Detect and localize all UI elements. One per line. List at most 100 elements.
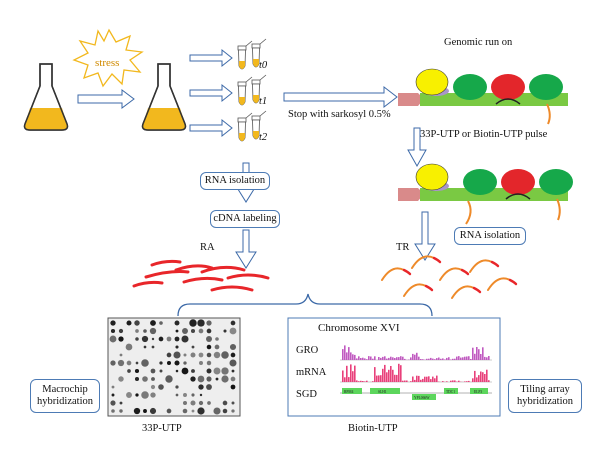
gro-signal-bar [398, 357, 400, 360]
array-spot [142, 336, 148, 342]
mrna-signal-bar [472, 378, 474, 382]
mrna-signal-bar [398, 364, 400, 382]
array-spot [183, 361, 186, 364]
array-spot [127, 369, 131, 373]
gro-signal-bar [484, 357, 486, 360]
rna-isolation-box-left: RNA isolation [200, 172, 270, 190]
array-spot [230, 328, 237, 335]
array-spot [231, 377, 236, 382]
flask-icon [25, 64, 68, 130]
array-spot [221, 375, 228, 382]
mrna-signal-bar [422, 379, 424, 382]
array-spot [159, 321, 163, 325]
mrna-signal-bar [378, 375, 380, 382]
gro-signal-bar [420, 359, 422, 360]
array-spot [206, 376, 211, 381]
array-spot [120, 354, 123, 357]
array-spot [199, 361, 203, 365]
gro-signal-bar [468, 356, 470, 360]
array-spot [167, 337, 172, 342]
mrna-label: mRNA [296, 368, 326, 379]
array-spot [110, 336, 117, 343]
array-spot [126, 344, 133, 351]
array-spot [206, 320, 211, 325]
array-spot [213, 367, 220, 374]
gro-signal-bar [368, 356, 370, 360]
array-spot [231, 321, 236, 326]
nascent-rna-tip [434, 258, 440, 262]
array-spot [151, 385, 155, 389]
rna-fragment [228, 275, 268, 278]
mrna-signal-bar [424, 377, 426, 382]
array-spot [173, 351, 180, 358]
mrna-signal-bar [476, 377, 478, 382]
mrna-signal-bar [420, 380, 422, 382]
gro-signal-bar [400, 356, 402, 360]
gro-signal-bar [480, 354, 482, 360]
array-spot [167, 409, 172, 414]
mrna-signal-bar [414, 380, 416, 382]
genomic-run-on-label: Genomic run on [444, 38, 512, 49]
array-spot [152, 338, 154, 340]
array-spot [159, 337, 164, 342]
array-spot [118, 336, 123, 341]
arrow-to-t2 [190, 120, 232, 136]
chromosome-label: Chromosome XVI [318, 323, 400, 334]
array-spot [175, 345, 178, 348]
gro-signal-bar [416, 353, 418, 360]
nascent-rna-fragment [452, 286, 474, 298]
mrna-signal-bar [480, 372, 482, 383]
array-spot [215, 337, 219, 341]
array-spot [183, 409, 188, 414]
array-spot [207, 345, 212, 350]
mrna-signal-bar [436, 376, 438, 382]
eppendorf-tube-icon [238, 113, 252, 141]
array-spot [175, 337, 180, 342]
sgd-label: SGD [296, 390, 317, 401]
gro-signal-bar [466, 357, 468, 361]
gro-label: GRO [296, 346, 318, 357]
gro-signal-bar [446, 358, 448, 360]
rna-fragment [152, 261, 180, 265]
tube-group [238, 39, 266, 141]
mrna-signal-bar [434, 378, 436, 382]
nascent-rna-fragment [470, 260, 492, 272]
ra-label: RA [200, 243, 215, 254]
array-spot [206, 336, 212, 342]
mrna-signal-bar [400, 365, 402, 382]
mrna-signal-bar [394, 375, 396, 382]
gro-signal-bar [380, 358, 382, 360]
array-spot [112, 394, 115, 397]
array-spot [198, 384, 203, 389]
mrna-signal-bar [352, 371, 354, 382]
array-spot [119, 409, 122, 412]
mrna-signal-bar [478, 375, 480, 382]
mrna-signal-bar [442, 381, 444, 382]
mrna-signal-bar [376, 376, 378, 382]
mrna-signal-bar [446, 381, 448, 382]
gro-signal-bar [372, 359, 374, 360]
gro-signal-bar [360, 358, 362, 360]
gro-signal-bar [392, 357, 394, 360]
array-spot [191, 329, 195, 333]
array-spot [231, 409, 234, 412]
array-spot [167, 353, 172, 358]
arrow-to-t0 [190, 50, 232, 66]
array-spot [199, 329, 204, 334]
flask-icon [143, 64, 186, 130]
gro-signal-bar [350, 352, 352, 360]
mrna-signal-bar [412, 377, 414, 383]
array-spot [192, 410, 195, 413]
mrna-signal-bar [402, 381, 404, 382]
mrna-signal-bar [452, 380, 454, 382]
gro-signal-bar [394, 358, 396, 360]
gro-signal-bar [370, 357, 372, 361]
array-spot [189, 319, 196, 326]
gro-signal-bar [436, 358, 438, 360]
array-spot [191, 369, 195, 373]
array-spot [183, 353, 186, 356]
gro-signal-bar [402, 357, 404, 360]
array-spot [181, 335, 188, 342]
gene-label: ELP3 [474, 390, 482, 394]
gro-signal-bar [414, 355, 416, 360]
